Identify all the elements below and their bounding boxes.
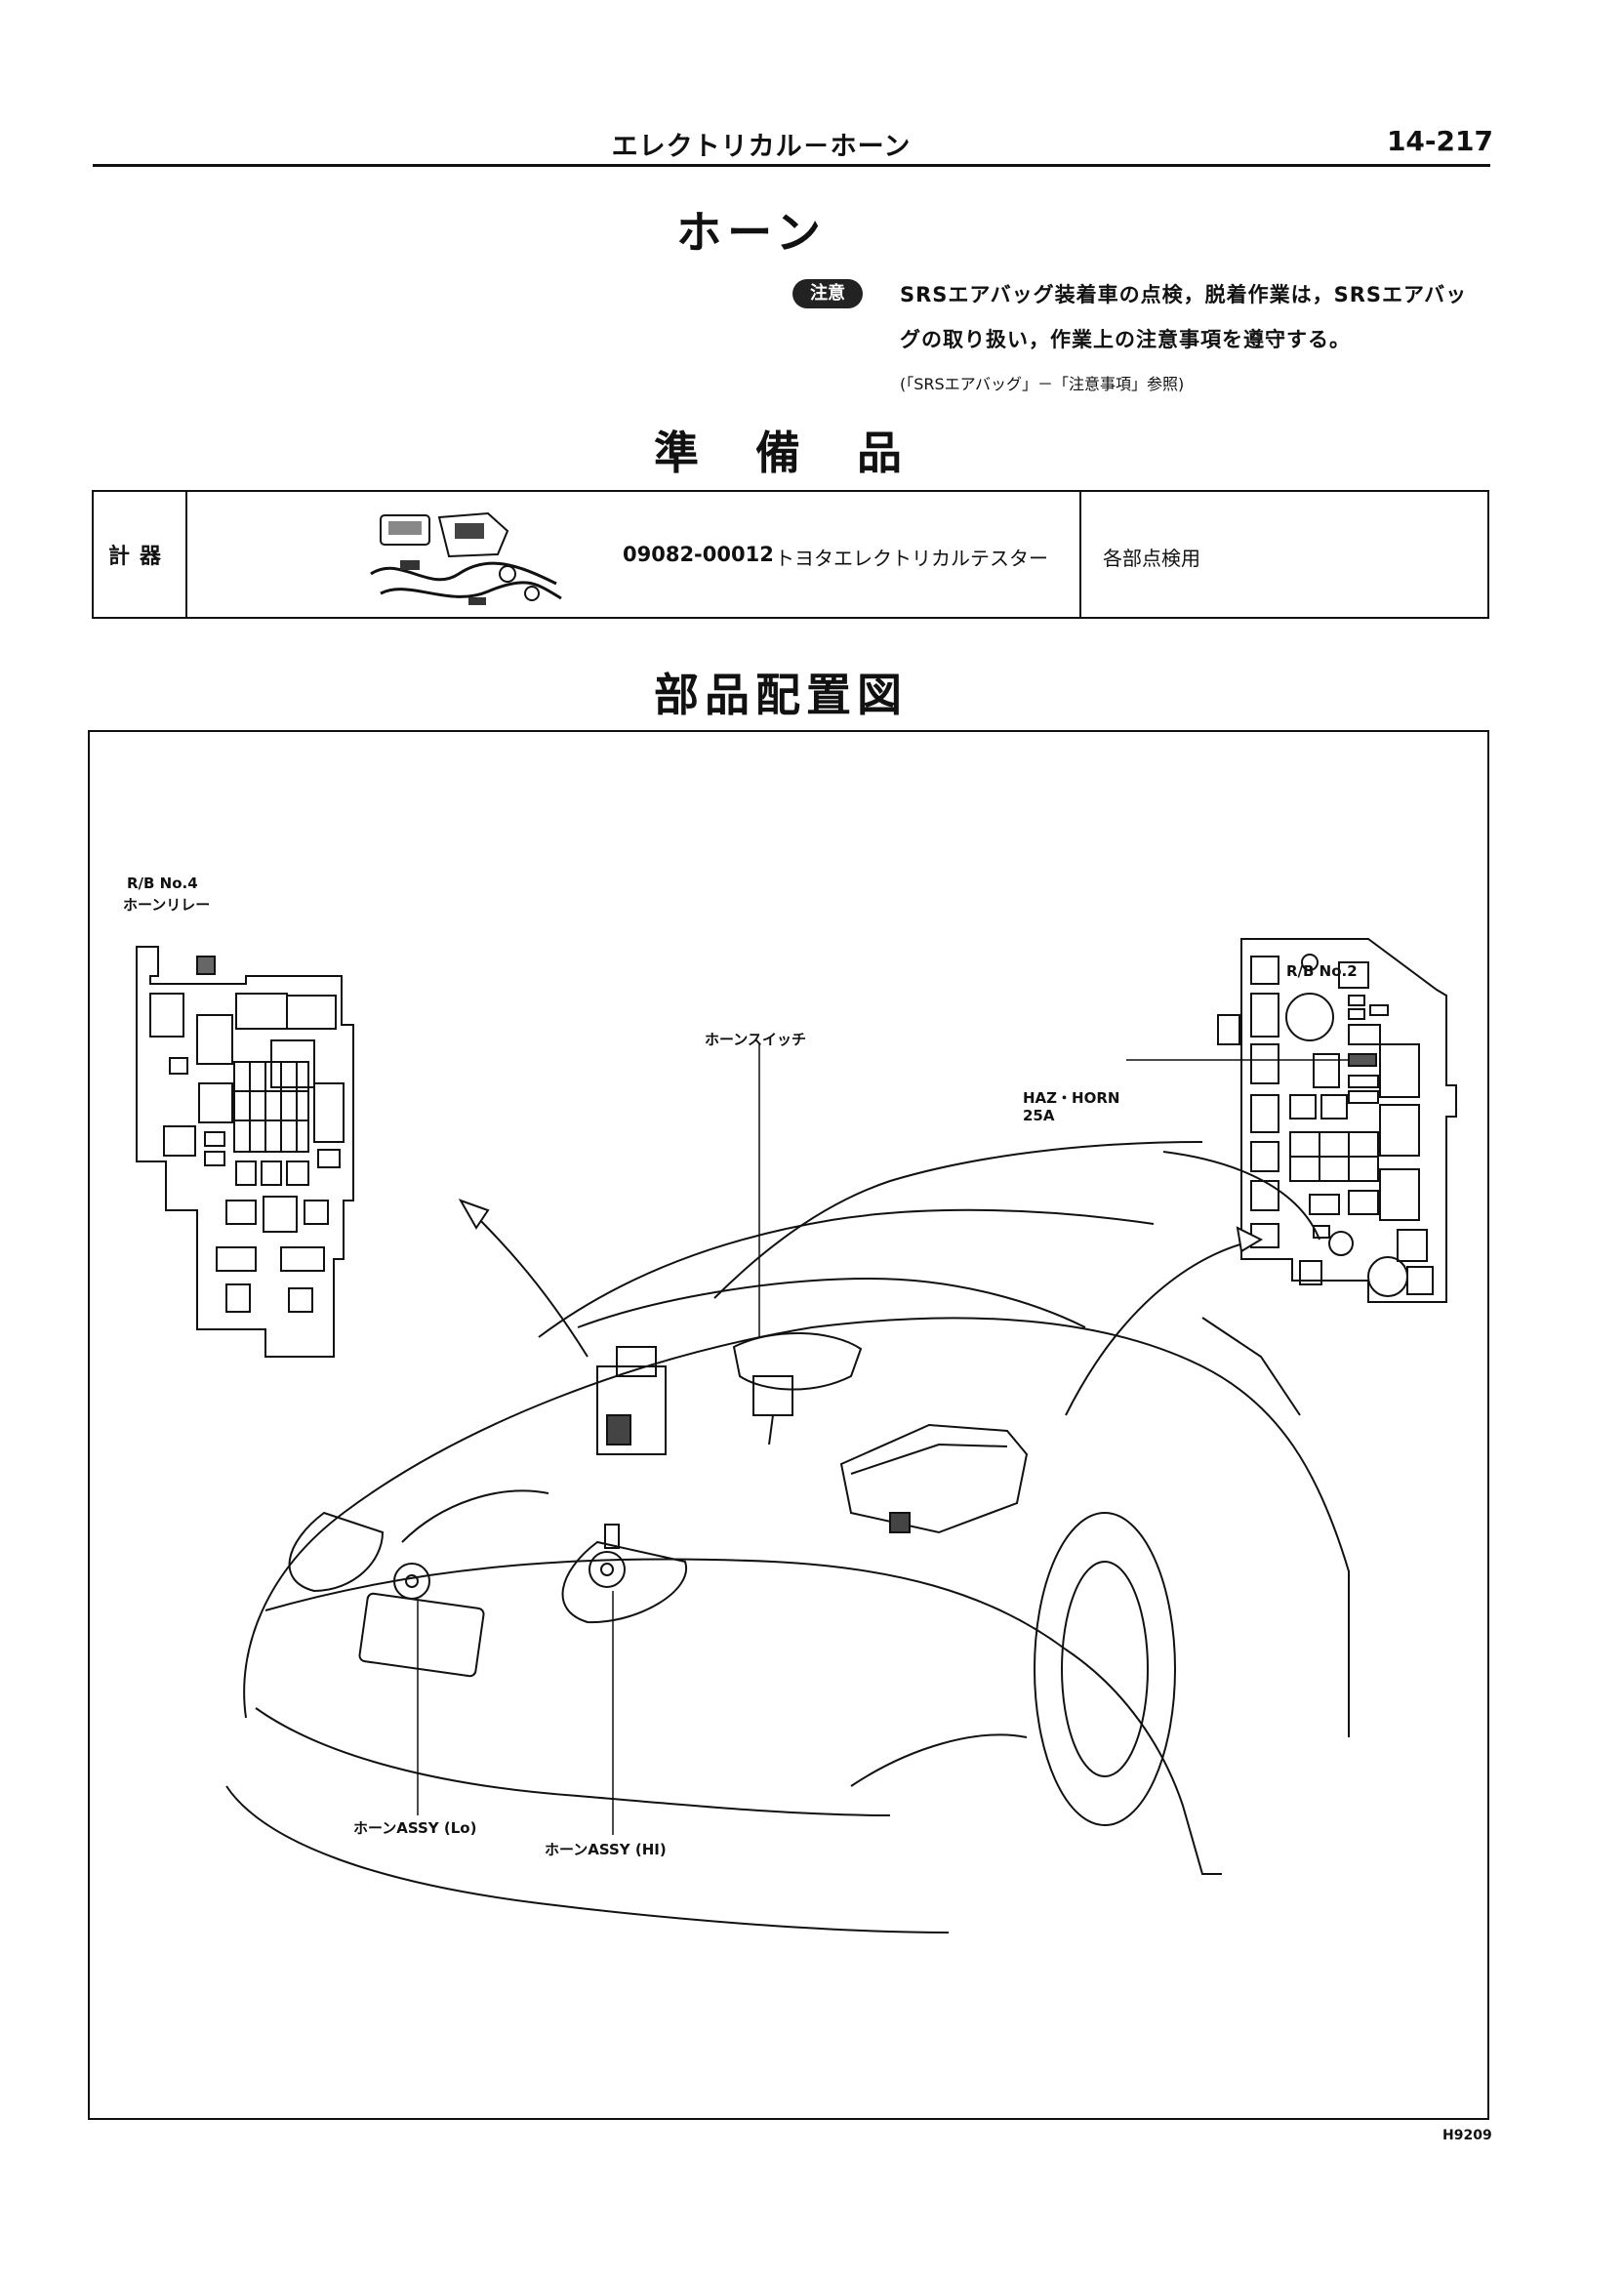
label-horn-hi: ホーンASSY (HI) xyxy=(545,1841,667,1858)
caution-line-1: SRSエアバッグ装着車の点検，脱着作業は，SRSエアバッ xyxy=(900,283,1468,306)
parts-layout-diagram: R/B No.4 ホーンリレー R/B No.2 ホーンスイッチ HAZ・HOR… xyxy=(88,730,1489,2120)
horn-lo-component xyxy=(393,1563,430,1600)
page-number: 14-217 xyxy=(1386,125,1493,157)
label-horn-relay: ホーンリレー xyxy=(123,896,211,914)
caution-badge: 注意 xyxy=(792,279,863,308)
relay-box-component xyxy=(839,1423,1029,1534)
label-horn-switch: ホーンスイッチ xyxy=(705,1031,806,1048)
tool-name: トヨタエレクトリカルテスター xyxy=(775,547,1048,570)
page-header-title: エレクトリカル－ホーン xyxy=(611,132,912,162)
electrical-tester-illustration xyxy=(370,511,562,605)
horn-relay-component xyxy=(596,1346,667,1455)
caution-reference: (「SRSエアバッグ」－「注意事項」参照) xyxy=(900,375,1185,393)
tool-usage: 各部点検用 xyxy=(1103,547,1200,570)
caution-line-2: グの取り扱い，作業上の注意事項を遵守する。 xyxy=(900,328,1351,351)
relay-block-no4 xyxy=(136,946,354,1358)
label-haz-horn-fuse: HAZ・HORN xyxy=(1023,1089,1120,1107)
horn-hi-component xyxy=(589,1524,626,1588)
header-rule xyxy=(93,164,1490,167)
diagram-illustration xyxy=(136,938,1457,1934)
tool-category: 計器 xyxy=(94,492,187,617)
figure-id: H9209 xyxy=(1442,2128,1492,2143)
preparation-title: 準 備 品 xyxy=(654,427,908,479)
label-fuse-amperage: 25A xyxy=(1023,1107,1055,1124)
tool-cell: 09082-00012 トヨタエレクトリカルテスター xyxy=(185,492,1081,617)
label-rb4: R/B No.4 xyxy=(127,875,198,892)
label-rb2: R/B No.2 xyxy=(1286,962,1358,980)
horn-switch-component xyxy=(732,1332,863,1445)
label-horn-lo: ホーンASSY (Lo) xyxy=(353,1819,477,1837)
vehicle-outline xyxy=(225,1141,1350,1934)
section-title: ホーン xyxy=(676,206,827,259)
tool-part-number: 09082-00012 xyxy=(623,543,774,566)
preparation-table: 計器 09082-00012 トヨタエレクトリカルテスター 各部点検用 xyxy=(92,490,1489,619)
relay-block-no2 xyxy=(1217,938,1457,1303)
layout-diagram-title: 部品配置図 xyxy=(654,669,908,721)
